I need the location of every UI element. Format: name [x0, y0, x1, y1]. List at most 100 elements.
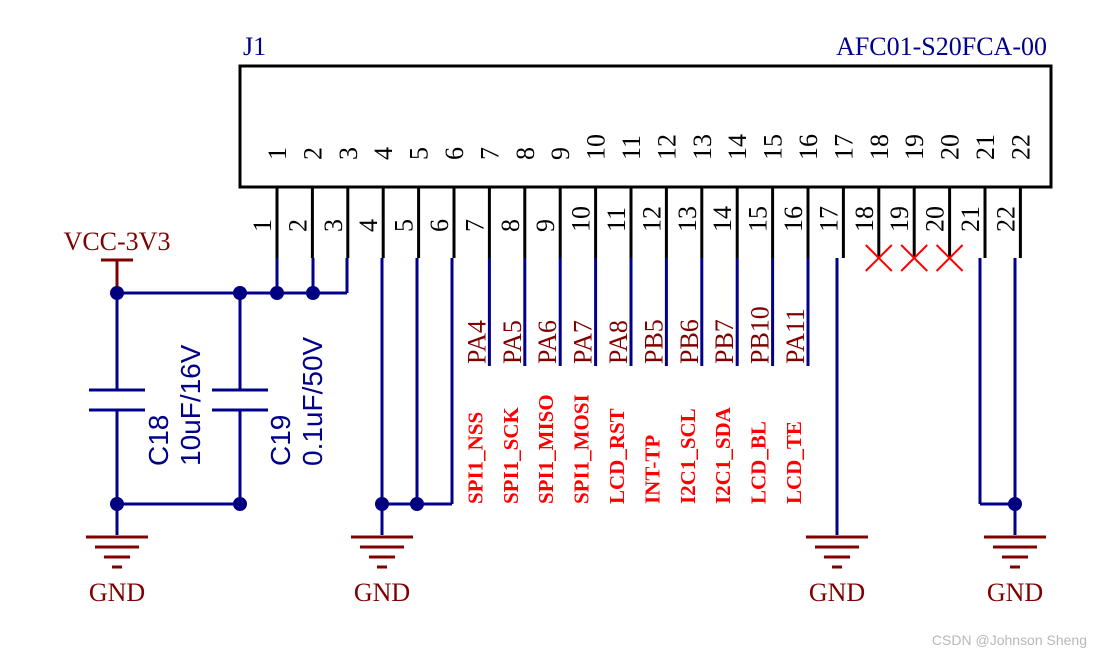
lead-pin-number: 1	[248, 219, 277, 232]
c18-value: 10uF/16V	[175, 344, 206, 466]
signal-wires	[487, 258, 810, 366]
gnd-label: GND	[987, 578, 1043, 607]
connector-body	[238, 64, 1053, 189]
net-label: PB7	[710, 319, 739, 364]
capacitor-c19-symbol	[212, 388, 268, 412]
vcc-label: VCC-3V3	[64, 227, 171, 256]
junction-dot	[233, 286, 247, 300]
junction-dot	[375, 497, 389, 511]
top-pin-number: 5	[405, 147, 434, 160]
pin-leads	[275, 187, 1022, 258]
watermark: CSDN @Johnson Sheng	[931, 632, 1087, 648]
c18-ref: C18	[143, 415, 174, 466]
junction-dot	[1008, 497, 1022, 511]
signal-name: SPI1_SCK	[499, 406, 523, 504]
net-label: PA8	[604, 320, 633, 364]
top-pin-number: 10	[582, 134, 611, 160]
top-pin-number: 15	[759, 134, 788, 160]
c19-ref: C19	[265, 415, 296, 466]
lead-pin-number: 15	[744, 206, 773, 232]
no-connect-marker	[935, 244, 964, 272]
signal-name: I2C1_SDA	[711, 406, 735, 504]
signal-name: INT-TP	[640, 435, 664, 504]
top-pin-number: 12	[652, 134, 681, 160]
junction-dot	[410, 497, 424, 511]
lead-pin-number: 10	[567, 206, 596, 232]
signal-name: LCD_RST	[605, 408, 629, 504]
top-pin-number: 9	[546, 147, 575, 160]
signal-name: I2C1_SCL	[676, 408, 700, 504]
top-pin-number: 18	[865, 134, 894, 160]
no-connect-marker	[900, 244, 928, 272]
top-pin-number: 11	[617, 135, 646, 160]
signal-name: LCD_TE	[782, 421, 806, 504]
signal-name: SPI1_MISO	[534, 394, 558, 504]
gnd-label: GND	[89, 578, 145, 607]
c19-value: 0.1uF/50V	[297, 336, 328, 466]
lead-pin-number: 7	[460, 219, 489, 232]
junction-dot	[110, 286, 124, 300]
connector-part-number: AFC01-S20FCA-00	[836, 32, 1047, 61]
vcc-power-port: VCC-3V3	[64, 227, 171, 293]
ground-symbol: GND	[86, 535, 148, 607]
gnd-label: GND	[809, 578, 865, 607]
top-pin-number: 14	[723, 134, 752, 160]
lead-pin-number: 2	[283, 219, 312, 232]
lead-pin-number: 5	[390, 219, 419, 232]
lead-pin-number: 12	[637, 206, 666, 232]
top-pin-number: 2	[298, 147, 327, 160]
junction-dot	[110, 497, 124, 511]
top-pin-number: 22	[1006, 134, 1035, 160]
lead-pin-number: 20	[921, 206, 950, 232]
signal-name: SPI1_MOSI	[570, 394, 594, 504]
net-label: PA7	[569, 320, 598, 364]
lead-pin-number: 11	[602, 207, 631, 232]
signal-name: LCD_BL	[747, 421, 771, 504]
lead-pin-number: 14	[708, 206, 737, 232]
top-pin-number: 3	[334, 147, 363, 160]
wires	[115, 258, 1017, 535]
capacitor-c18-symbol	[89, 388, 145, 412]
ground-symbol: GND	[351, 535, 413, 607]
lead-pin-number: 13	[673, 206, 702, 232]
top-pin-number: 17	[829, 134, 858, 160]
junction-dot	[233, 497, 247, 511]
lead-pin-number: 19	[885, 206, 914, 232]
lead-pin-number: 18	[850, 206, 879, 232]
lead-pin-number: 4	[354, 219, 383, 232]
top-pin-number: 1	[263, 147, 292, 160]
top-pin-number: 7	[475, 147, 504, 160]
top-pin-number: 6	[440, 147, 469, 160]
ground-symbol: GND	[806, 535, 868, 607]
top-pin-number: 20	[936, 134, 965, 160]
top-pin-number: 4	[369, 147, 398, 160]
ground-symbol: GND	[984, 535, 1046, 607]
signal-name: SPI1_NSS	[463, 412, 487, 504]
top-pin-number: 19	[900, 134, 929, 160]
net-label: PB6	[675, 319, 704, 364]
lead-pin-number: 17	[814, 206, 843, 232]
lead-pin-number: 21	[956, 206, 985, 232]
connector-designator: J1	[243, 32, 266, 61]
gnd-label: GND	[354, 578, 410, 607]
lead-pin-number: 22	[991, 206, 1020, 232]
net-label: PA5	[498, 320, 527, 364]
lead-pin-number: 8	[496, 219, 525, 232]
no-connect-markers	[865, 244, 964, 272]
lead-pin-number: 16	[779, 206, 808, 232]
lead-pin-number: 6	[425, 219, 454, 232]
junction-dot	[270, 286, 284, 300]
net-label: PB10	[746, 306, 775, 364]
lead-pin-number: 3	[319, 219, 348, 232]
net-label: PA11	[781, 308, 810, 364]
net-label: PA6	[533, 320, 562, 364]
top-pin-number: 13	[688, 134, 717, 160]
net-label: PA4	[462, 320, 491, 364]
junction-dot	[306, 286, 320, 300]
top-pin-number: 21	[971, 134, 1000, 160]
top-pin-number: 16	[794, 134, 823, 160]
